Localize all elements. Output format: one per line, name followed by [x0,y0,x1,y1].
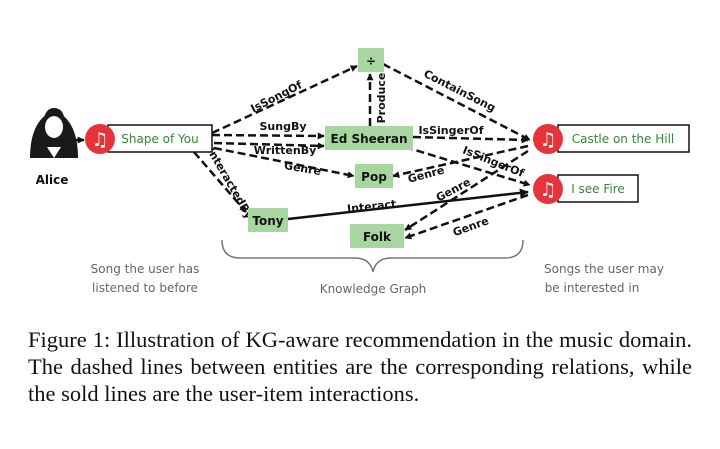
song-shape-of-you: Shape of You ♫ [85,124,213,154]
label-containsong: ContainSong [421,67,497,114]
person-icon [30,108,78,158]
entity-tony: Tony [248,208,288,232]
song-i-see-fire: I see Fire ♫ [533,174,639,204]
label-sungby: SungBy [259,120,306,133]
annotation-right-line2: be interested in [545,281,640,295]
entity-ed-sheeran: Ed Sheeran [325,126,413,150]
figure-caption: Figure 1: Illustration of KG-aware recom… [28,327,692,406]
edge-issongof [211,64,358,135]
edge-interact [287,188,529,221]
entity-pop: Pop [355,164,393,188]
edge-containsong [382,62,531,142]
annotation-left-line2: listened to before [92,281,198,295]
edge-genre-pop [392,144,529,179]
relation-edges [193,62,531,240]
label-genre-folk: Genre [451,214,490,239]
label-genre-pop: Genre [406,164,445,186]
annotation-right-line1: Songs the user may [544,262,664,276]
song-title: Shape of You [121,132,198,146]
user-alice: Alice [30,108,78,187]
music-note-icon: ♫ [85,124,115,154]
music-note-icon: ♫ [533,174,563,204]
svg-text:♫: ♫ [539,179,556,201]
annotation-middle: Knowledge Graph [320,282,427,296]
song-title: Castle on the Hill [572,132,675,146]
entity-folk: Folk [350,224,404,248]
song-title: I see Fire [571,182,625,196]
song-box [107,124,213,153]
entity-label: Pop [361,170,387,184]
edge-writtenby [213,141,325,150]
annotation-left-line1: Song the user has [91,262,200,276]
edge-issingerof-castle [412,135,529,144]
song-box [557,124,690,153]
edge-interactedby [193,151,247,213]
entity-label: Ed Sheeran [331,132,408,146]
label-writtenby: WrittenBy [254,144,317,157]
kg-diagram: IsSongOf ContainSong SungBy WrittenBy Pr… [30,48,690,296]
svg-text:♫: ♫ [91,129,108,151]
entity-label: Tony [252,214,283,228]
entity-label: Folk [363,230,392,244]
edge-issingerof-fire [404,145,531,187]
knowledge-graph-brace [221,239,524,273]
music-note-icon: ♫ [533,124,563,154]
song-box [557,174,639,203]
edge-sungby [211,132,325,140]
label-produce: Produce [375,73,388,124]
label-genre-left: Genre [283,159,322,178]
entity-divide: ÷ [358,48,384,72]
label-issongof: IsSongOf [249,78,305,115]
edge-genre-fire [404,149,529,232]
label-interact: Interact [346,197,396,215]
label-issingerof-1: IsSingerOf [418,124,483,137]
song-castle-on-the-hill: Castle on the Hill ♫ [533,124,690,154]
edge-genre-folk [404,193,529,240]
svg-text:♫: ♫ [539,129,556,151]
entity-label: ÷ [366,54,376,68]
user-name: Alice [36,173,69,187]
